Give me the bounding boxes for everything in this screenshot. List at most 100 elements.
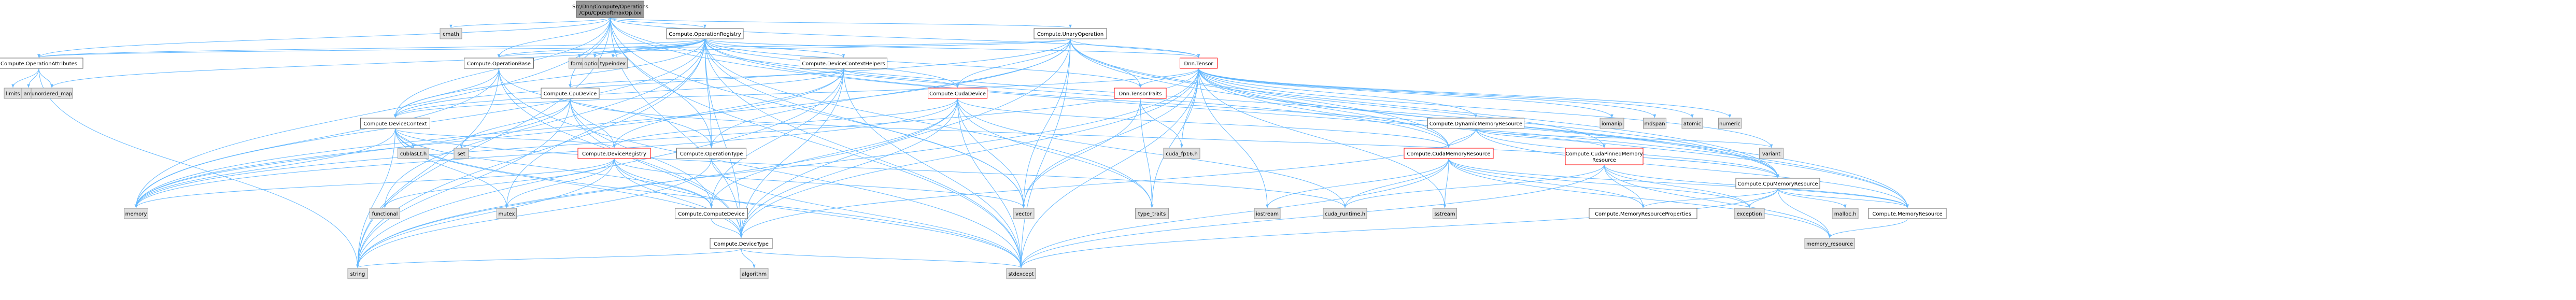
edge-unaryop-to-vector [1022, 38, 1071, 208]
node-label: Compute.MemoryResource [1872, 211, 1942, 217]
edge-cudadevice-to-typetraits [957, 98, 1154, 208]
node-box [1013, 208, 1035, 219]
edge-cpumemres-to-mallochdr [1777, 188, 1847, 208]
node-functional: functional [370, 208, 400, 219]
node-box [1589, 208, 1697, 219]
node-devctxhelpers[interactable]: Compute.DeviceContextHelpers [800, 58, 887, 69]
node-cmath: cmath [440, 28, 462, 39]
edge-devctx-to-cudaruntime [395, 128, 1347, 208]
node-unaryop[interactable]: Compute.UnaryOperation [1034, 28, 1107, 39]
edge-opreg-to-optype [704, 38, 713, 148]
node-label: cuda_fp16.h [1166, 151, 1197, 157]
edge-optype-to-string [356, 158, 712, 268]
node-box [1404, 148, 1494, 159]
edge-root-to-cmath [449, 17, 611, 28]
node-tensortraits[interactable]: Dnn.TensorTraits [1114, 88, 1167, 99]
edge-tensor-to-variant [1198, 68, 1773, 148]
node-cpumemres[interactable]: Compute.CpuMemoryResource [1735, 178, 1820, 189]
edge-opreg-to-opbase [497, 38, 705, 58]
edge-cudadevice-to-vector [957, 98, 1025, 208]
edge-opreg-to-cpumemres [704, 38, 1779, 178]
node-box [1600, 118, 1624, 129]
node-atomic: atomic [1681, 118, 1703, 129]
node-tensor[interactable]: Dnn.Tensor [1180, 58, 1218, 69]
edge-cpumemres-to-stdexcept [1020, 188, 1778, 268]
node-label: numeric [1719, 121, 1740, 127]
edge-cpudevice-to-devreg [570, 98, 616, 148]
node-vector: vector [1013, 208, 1035, 219]
node-box [454, 148, 469, 159]
node-opreg[interactable]: Compute.OperationRegistry [666, 28, 744, 39]
node-devctx[interactable]: Compute.DeviceContext [360, 118, 430, 129]
node-label: mutex [499, 211, 515, 217]
node-label: iomanip [1602, 121, 1622, 127]
edge-devreg-to-vector [614, 158, 1025, 208]
node-box [1163, 148, 1200, 159]
edge-devctxhelpers-to-devreg [613, 68, 844, 148]
node-optype[interactable]: Compute.OperationType [676, 148, 746, 159]
node-computedevice[interactable]: Compute.ComputeDevice [675, 208, 748, 219]
edge-opattr-to-any [27, 68, 39, 88]
edge-devctx-to-mutex [395, 128, 508, 208]
edge-unaryop-to-devctx [393, 38, 1071, 118]
node-box [1427, 118, 1524, 129]
node-label: Compute.CudaPinnedMemory [1565, 151, 1643, 157]
node-cpudevice[interactable]: Compute.CpuDevice [541, 88, 600, 99]
edge-unaryop-to-memory [134, 38, 1071, 208]
node-devicetype[interactable]: Compute.DeviceType [710, 238, 773, 249]
node-cublaslt: cublasLt.h [398, 148, 429, 159]
edge-devctxhelpers-to-computedevice [710, 68, 844, 208]
node-box [675, 208, 748, 219]
edge-tensor-to-numeric [1198, 68, 1732, 118]
node-string: string [347, 268, 368, 279]
edge-dynmemres-to-cudapinned [1476, 128, 1606, 148]
edge-devicetype-to-string [356, 248, 742, 268]
node-memres[interactable]: Compute.MemoryResource [1868, 208, 1947, 219]
node-iomanip: iomanip [1600, 118, 1624, 129]
node-label: vector [1015, 211, 1032, 217]
node-label: exception [1737, 211, 1762, 217]
edge-devctxhelpers-to-memory [134, 68, 844, 208]
node-opbase[interactable]: Compute.OperationBase [464, 58, 534, 69]
edge-optype-to-stdexcept [711, 158, 1023, 268]
node-numeric: numeric [1718, 118, 1742, 129]
edge-cudadevice-to-cudaruntime [957, 98, 1347, 208]
node-box [1681, 118, 1703, 129]
edge-devicetype-to-stdexcept [741, 248, 1023, 268]
node-box [124, 208, 148, 219]
node-box [1759, 148, 1784, 159]
node-variant: variant [1759, 148, 1784, 159]
edge-devicetype-to-algorithm [741, 248, 756, 268]
edge-cudadevice-to-devreg [613, 98, 958, 148]
node-memresprops[interactable]: Compute.MemoryResourceProperties [1589, 208, 1697, 219]
edge-opreg-to-opattr [37, 38, 705, 58]
edge-opreg-to-cudamemres [704, 38, 1450, 148]
node-opattr[interactable]: Compute.OperationAttributes [0, 58, 83, 69]
edge-tensor-to-stdexcept [1020, 68, 1199, 268]
node-devreg[interactable]: Compute.DeviceRegistry [577, 148, 651, 159]
edge-cpumemres-to-memory_resource [1777, 188, 1831, 238]
node-box [1135, 208, 1169, 219]
node-unordered_map: unordered_map [31, 88, 73, 99]
edge-cpumemres-to-memres [1777, 188, 1909, 208]
edge-memres-to-memory_resource [1828, 218, 1908, 238]
node-root[interactable]: Src/Dnn/Compute/Operations/Cpu/CpuSoftma… [572, 1, 648, 18]
edge-cudapinned-to-cudaruntime [1343, 164, 1605, 208]
node-label: Compute.CpuMemoryResource [1738, 181, 1818, 187]
edge-opbase-to-memory [134, 68, 499, 208]
node-dynmemres[interactable]: Compute.DynamicMemoryResource [1427, 118, 1524, 129]
node-cudadevice[interactable]: Compute.CudaDevice [928, 88, 987, 99]
node-label: variant [1762, 151, 1780, 157]
node-cudamemres[interactable]: Compute.CudaMemoryResource [1404, 148, 1494, 159]
node-label: format [571, 61, 588, 67]
node-label: limits [6, 91, 20, 97]
edge-cudapinned-to-memresprops [1604, 164, 1645, 208]
edge-devctxhelpers-to-stdexcept [843, 68, 1023, 268]
edge-devreg-to-string [356, 158, 615, 268]
node-label: algorithm [742, 272, 767, 277]
edge-cpumemres-to-memresprops [1641, 188, 1778, 208]
edge-tensor-to-tensortraits [1139, 68, 1199, 88]
edge-opbase-to-optype [499, 68, 713, 148]
node-box [1323, 208, 1367, 219]
